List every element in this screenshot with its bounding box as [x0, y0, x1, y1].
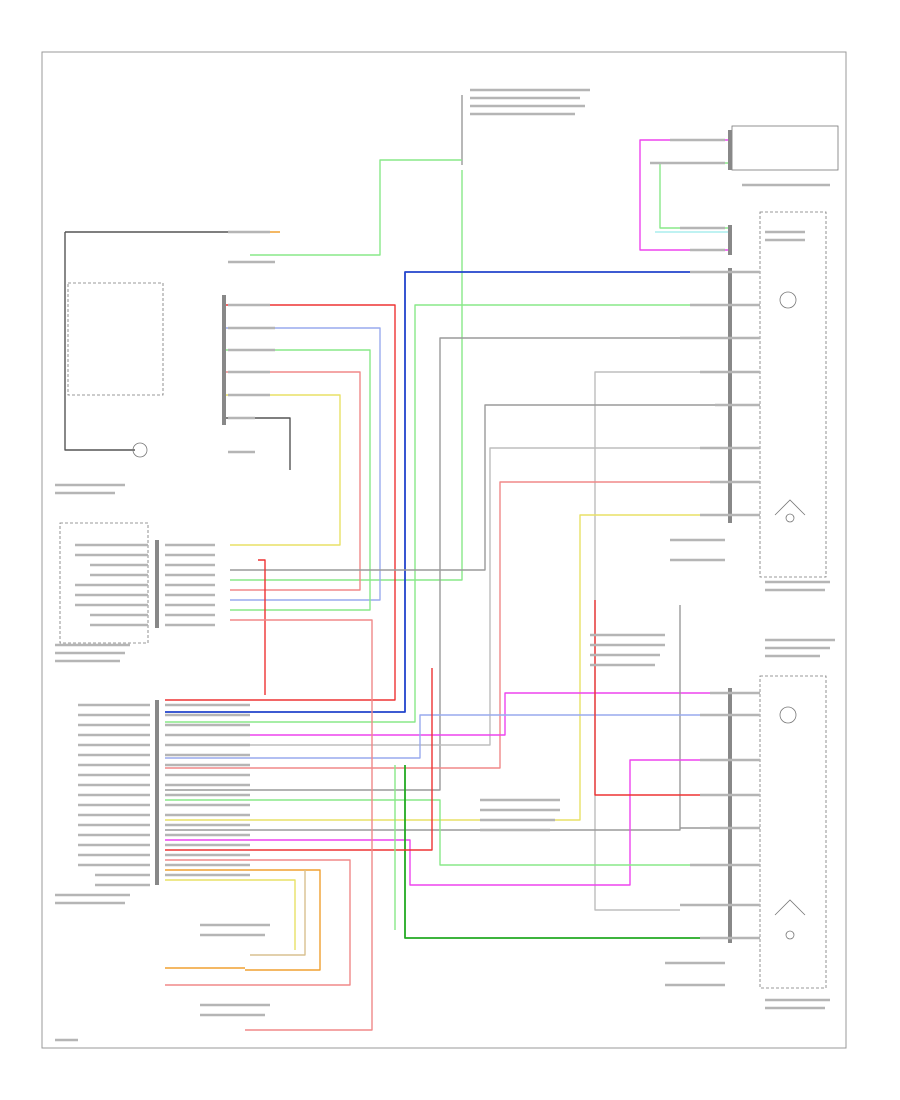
left-mirror-box: [759, 211, 827, 578]
right-mirror-box: [759, 675, 827, 989]
wire-gray-main: [165, 337, 732, 791]
connector-pins: [155, 540, 159, 628]
wire-fuse-down: [230, 170, 463, 581]
wire-pink-bottom-1: [165, 859, 351, 986]
wire-light-blue-1: [225, 327, 381, 601]
motor-icon: [779, 706, 797, 724]
connector-pins: [728, 225, 732, 255]
wire-red-loop: [165, 668, 433, 851]
wire-gray-right-3: [165, 447, 732, 746]
connector-pins: [222, 295, 226, 425]
wire-fuse-to-left: [250, 159, 462, 256]
right-top-module-box: [731, 125, 839, 171]
connector-pins: [728, 130, 732, 170]
motor-icon: [779, 291, 797, 309]
mirror-switch-box: [67, 282, 164, 396]
wire-green-1: [225, 349, 371, 611]
wire-yellow-bottom: [165, 879, 296, 950]
sensor-icon: [774, 899, 806, 916]
wire-yellow-right: [165, 514, 732, 821]
wire-yellow-1: [225, 394, 341, 546]
wire-light-blue-2: [165, 714, 732, 759]
wire-tan-bottom: [250, 870, 306, 956]
sensor-icon: [785, 513, 795, 523]
connector-pins: [728, 688, 732, 943]
diagram-border: [41, 51, 847, 1049]
wire-pink-right-2: [165, 692, 732, 736]
sensor-icon: [774, 499, 806, 516]
connector-pins: [155, 700, 159, 885]
memory-switch-box: [59, 522, 149, 644]
connector-pins: [728, 268, 732, 523]
wire-blue-main: [165, 271, 732, 713]
wire-red-vertical: [258, 559, 266, 695]
wire-orange-bottom-1: [165, 869, 321, 971]
sensor-icon: [785, 930, 795, 940]
wire-pink-top: [639, 139, 732, 251]
wire-dark-1: [225, 417, 291, 470]
wire-red-right: [165, 481, 732, 769]
wire-green-main: [404, 765, 732, 939]
ground-icon: [132, 442, 148, 458]
wire-ltgreen-main: [165, 304, 732, 723]
wire-pink-bottom-2: [230, 619, 373, 1031]
wire-red-1: [165, 304, 396, 701]
wire-red-right-2: [594, 600, 732, 796]
wire-gray-right-2: [230, 404, 732, 571]
wire-pink-right-3: [165, 759, 732, 886]
wire-ltgreen-top: [659, 162, 732, 229]
wire-module-ground: [64, 232, 135, 451]
wire-gray-right-4: [165, 605, 681, 831]
wire-ltgreen-right-2: [165, 799, 732, 866]
wire-red-2: [225, 371, 361, 591]
